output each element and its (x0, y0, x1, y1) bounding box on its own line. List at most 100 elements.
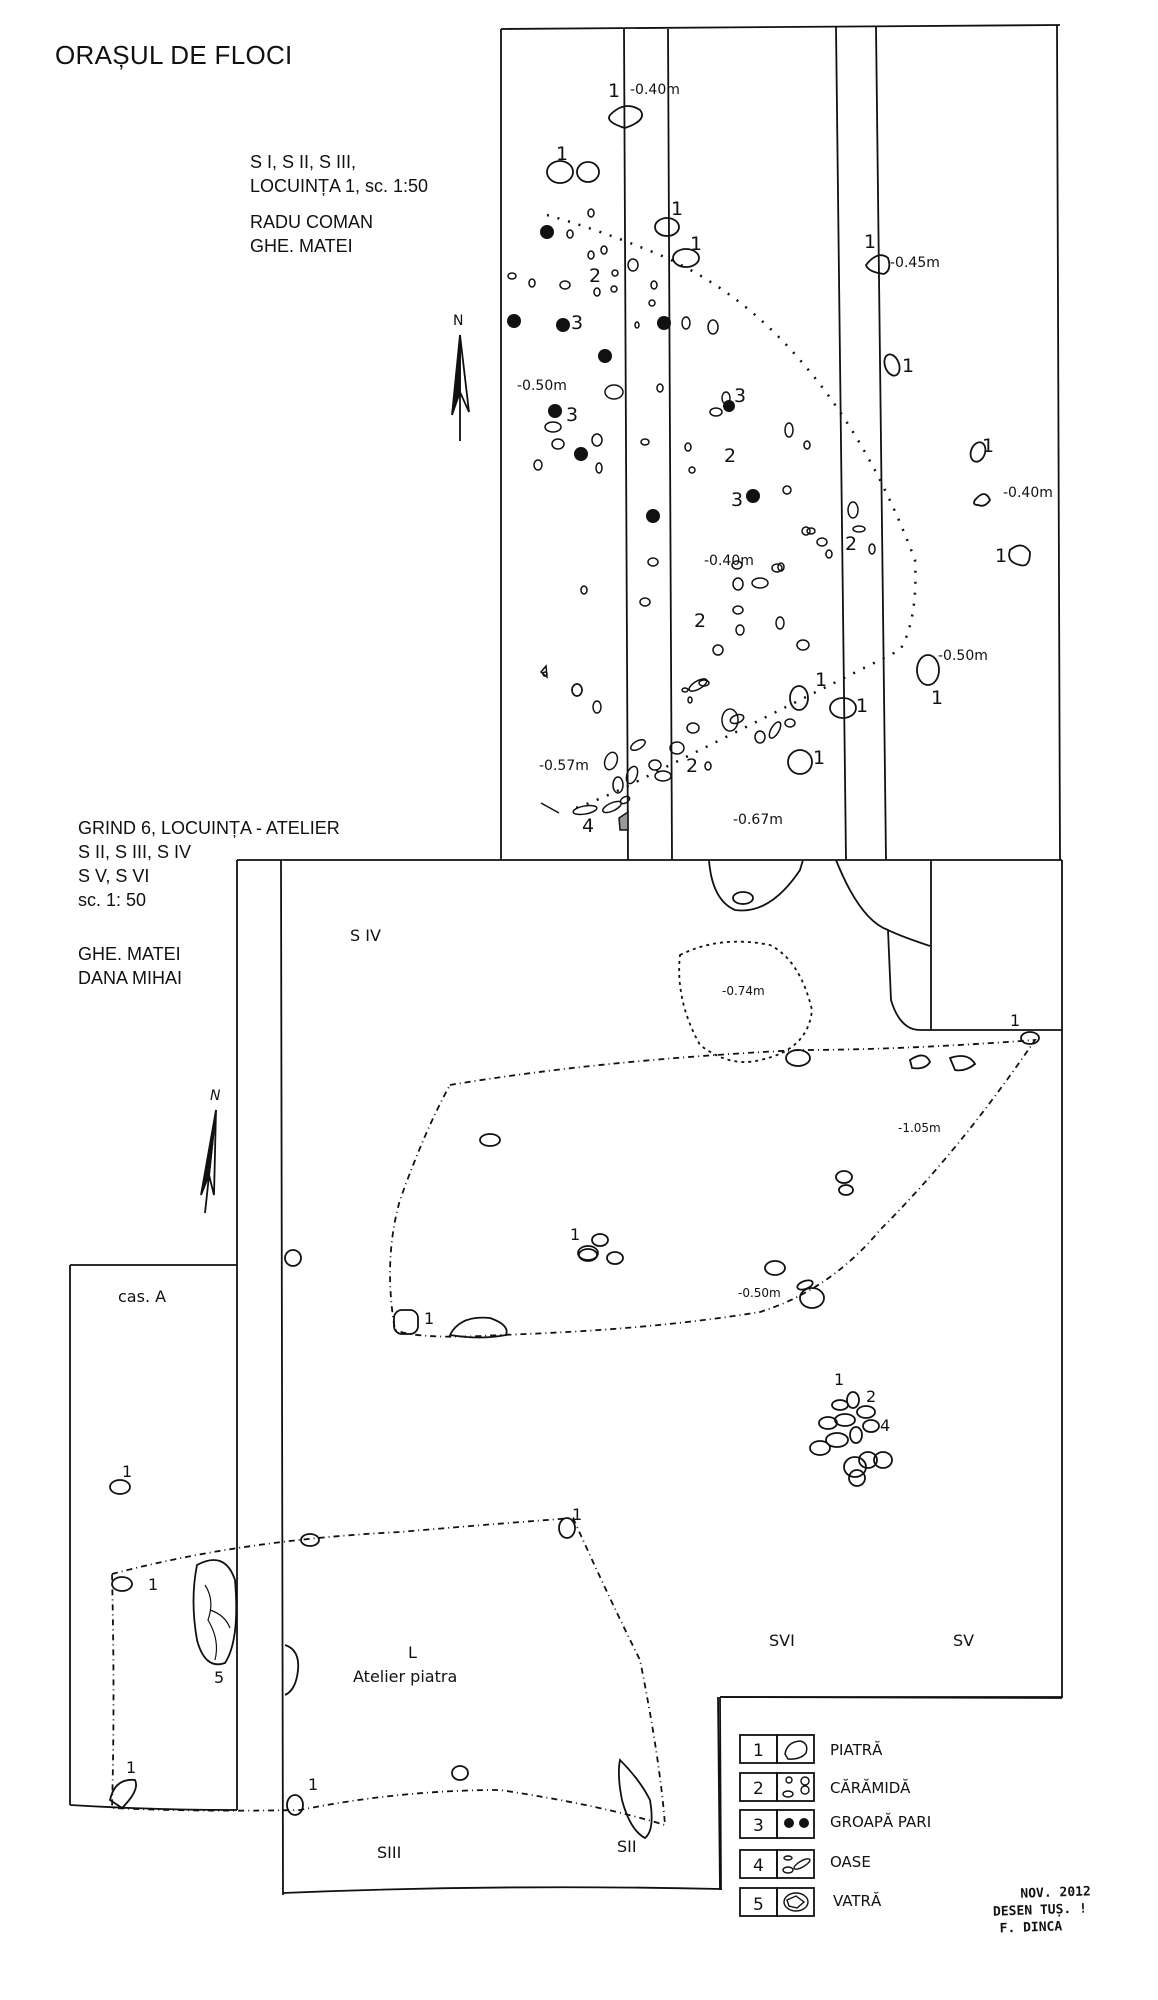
depth-label: -0.50m (517, 378, 567, 394)
ref-number: 1 (834, 1370, 844, 1389)
top-plan-author: RADU COMAN (250, 212, 374, 232)
hearth-cracks (204, 1584, 231, 1661)
north-label: N (453, 313, 463, 329)
ref-number: 1 (556, 143, 568, 165)
legend-row: 3 GROAPĂ PARI (739, 1809, 931, 1839)
depth-label: -0.50m (738, 1286, 781, 1300)
bottom-plan-author: DANA MIHAI (78, 968, 183, 988)
legend-label: VATRĂ (833, 1891, 882, 1910)
legend-row: 1 PIATRĂ (739, 1734, 883, 1764)
ref-number: 1 (671, 198, 683, 220)
feature-name: Atelier piatra (353, 1667, 457, 1686)
ref-number: 1 (570, 1225, 580, 1244)
ref-number: 1 (982, 435, 994, 457)
depth-label: -0.45m (890, 255, 940, 271)
depth-label: -0.57m (539, 758, 589, 774)
section-label: SII (617, 1837, 637, 1856)
bottom-plan-line: sc. 1: 50 (78, 890, 147, 910)
legend-number: 5 (753, 1895, 764, 1915)
ref-number: 1 (856, 695, 868, 717)
depth-label: -0.74m (722, 984, 765, 998)
feature-letter: L (408, 1643, 417, 1662)
top-plan-author: GHE. MATEI (250, 236, 353, 256)
ref-number: 1 (931, 687, 943, 709)
ref-number: 2 (866, 1387, 876, 1406)
depth-label: -0.40m (704, 553, 754, 569)
ref-number: 1 (1010, 1011, 1020, 1030)
ref-number: 1 (424, 1309, 434, 1328)
bottom-plan-line: S V, S VI (78, 866, 150, 886)
legend-row: 4 OASE (739, 1849, 871, 1879)
depth-label: -1.05m (898, 1121, 941, 1135)
ref-number: 2 (589, 265, 601, 287)
ref-number: 3 (734, 385, 746, 407)
legend: 1 PIATRĂ 2 CĂRĂMIDĂ 3 GROAPĂ PARI (717, 1696, 1062, 1917)
legend-number: 4 (753, 1856, 764, 1876)
depth-label: -0.40m (1003, 485, 1053, 501)
legend-row: 2 CĂRĂMIDĂ (739, 1772, 911, 1802)
drafter-signature: NOV. 2012 DESEN TUȘ. ! F. DINCA (992, 1883, 1092, 1937)
ref-number: 4 (880, 1416, 890, 1435)
top-plan-caption: S I, S II, S III, LOCUINȚA 1, sc. 1:50 R… (250, 150, 428, 258)
ref-number: 1 (813, 747, 825, 769)
section-label: SIII (377, 1843, 401, 1862)
bricks-top (507, 208, 876, 831)
ref-number: 1 (148, 1575, 158, 1594)
post-holes-top (507, 225, 760, 523)
ref-number: 1 (608, 80, 620, 102)
ref-number: 1 (308, 1775, 318, 1794)
ref-number: 5 (214, 1668, 224, 1687)
section-label: SV (953, 1631, 974, 1650)
bottom-plan-caption: GRIND 6, LOCUINȚA - ATELIER S II, S III,… (78, 816, 340, 990)
legend-row: 5 VATRĂ (739, 1887, 882, 1917)
ref-number: 2 (694, 610, 706, 632)
legend-label: GROAPĂ PARI (830, 1812, 931, 1831)
legend-number: 3 (753, 1816, 764, 1836)
ref-number: 1 (122, 1462, 132, 1481)
bottom-plan-line: S II, S III, S IV (78, 842, 192, 862)
north-arrow-icon (451, 334, 470, 441)
top-plan-line: LOCUINȚA 1, sc. 1:50 (250, 176, 429, 196)
post-hole-icon (784, 1818, 809, 1828)
bottom-plan-author: GHE. MATEI (78, 944, 181, 964)
ref-number: 1 (864, 231, 876, 253)
ref-number: 1 (902, 355, 914, 377)
north-arrow-icon (200, 1109, 217, 1214)
section-label: S IV (350, 926, 381, 945)
ref-number: 1 (126, 1758, 136, 1777)
hearth-icon (783, 1892, 809, 1912)
section-label: SVI (769, 1631, 795, 1650)
depth-label: -0.67m (733, 812, 783, 828)
stones-top (546, 105, 1031, 775)
bottom-trench-grid (69, 859, 1063, 1896)
bottom-plan-line: GRIND 6, LOCUINȚA - ATELIER (78, 818, 340, 838)
ref-number: 2 (845, 533, 857, 555)
top-trench-grid (500, 24, 1061, 861)
legend-label: CĂRĂMIDĂ (830, 1778, 911, 1797)
ref-number: 1 (572, 1505, 582, 1524)
ref-number: 4 (582, 815, 594, 837)
ref-number: 1 (995, 545, 1007, 567)
ref-number: 3 (566, 404, 578, 426)
ref-number: 3 (731, 489, 743, 511)
stone-icon (784, 1740, 808, 1760)
legend-label: PIATRĂ (830, 1740, 883, 1759)
drawing-title: ORAȘUL DE FLOCI (55, 40, 293, 70)
brick-icon (782, 1776, 810, 1798)
dwelling-outline (546, 213, 917, 812)
ref-number: 1 (690, 233, 702, 255)
box-label: cas. A (118, 1287, 166, 1306)
bones-icon (782, 1855, 811, 1874)
depth-label: -0.50m (938, 648, 988, 664)
legend-number: 1 (753, 1741, 764, 1761)
legend-label: OASE (830, 1853, 871, 1871)
top-plan-line: S I, S II, S III, (250, 152, 357, 172)
depth-label: -0.40m (630, 82, 680, 98)
signature-name: F. DINCA (999, 1919, 1063, 1937)
ref-number: 1 (815, 669, 827, 691)
legend-number: 2 (753, 1779, 764, 1799)
ref-number: 2 (686, 755, 698, 777)
north-label: N (210, 1088, 221, 1104)
ref-number: 2 (724, 445, 736, 467)
